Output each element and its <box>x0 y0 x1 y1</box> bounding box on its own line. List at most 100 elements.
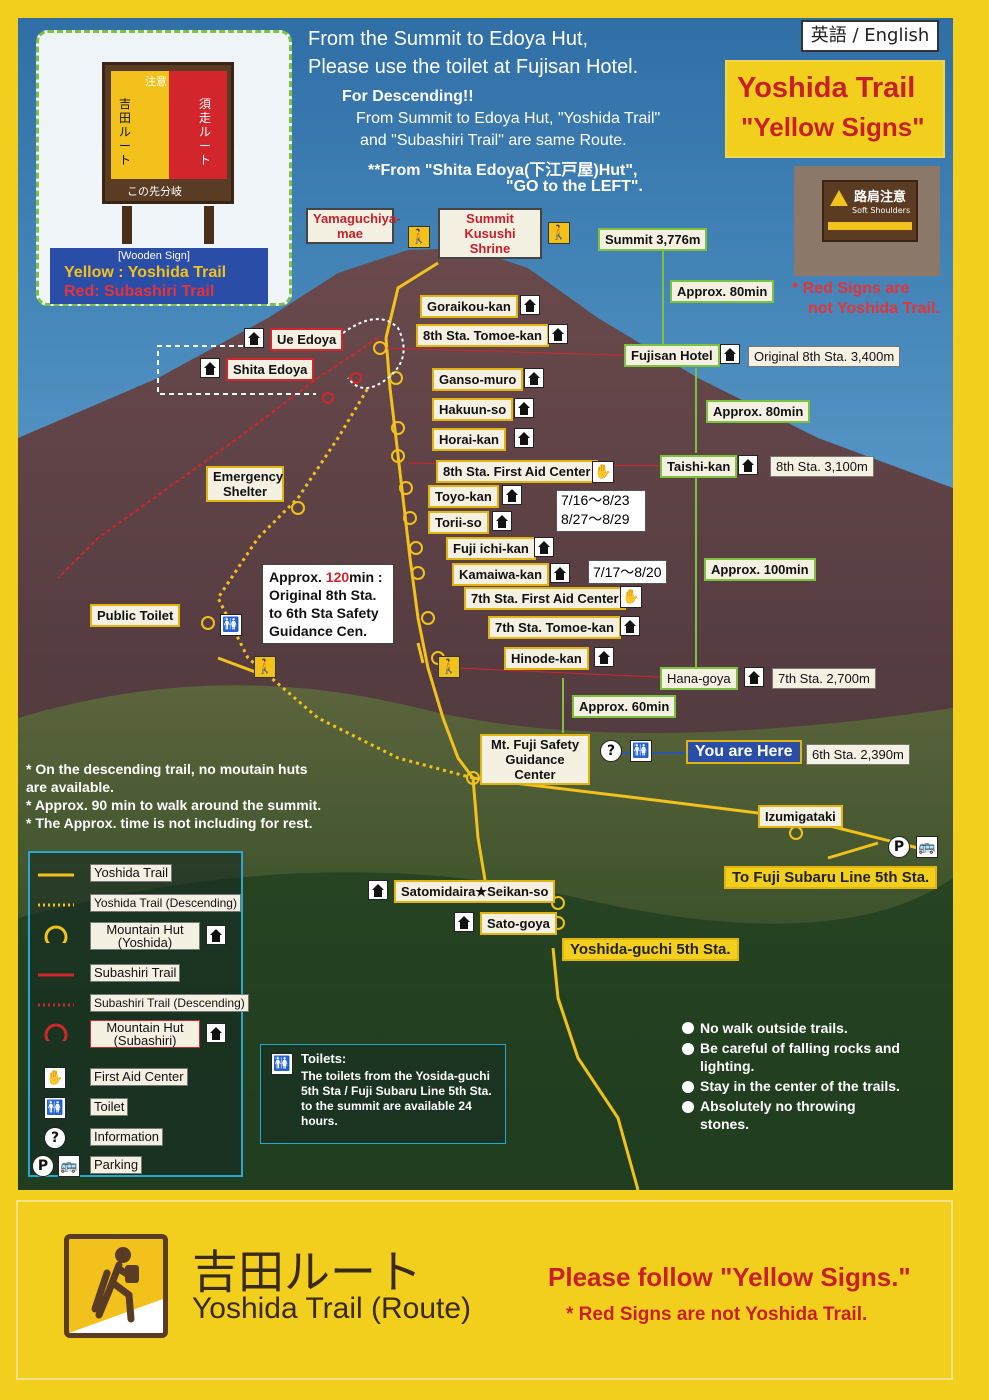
hiker-icon: 🚶 <box>254 656 276 678</box>
yoshida-hut-circle-icon <box>44 925 68 943</box>
hut-icon <box>520 295 540 315</box>
label-taishi: Taishi-kan <box>660 455 738 478</box>
label-aid7: 7th Sta. First Aid Center <box>464 587 626 610</box>
photo-sign-yellow-strip <box>828 222 912 230</box>
legend-label: Subashiri Trail <box>90 964 181 982</box>
hut-icon <box>514 398 534 418</box>
yellow-sign-half <box>111 71 169 179</box>
parking-icon: P <box>32 1155 54 1177</box>
toilet-icon: 🚻 <box>44 1097 66 1119</box>
date-2: 8/27〜8/29 <box>561 511 630 527</box>
label-ue-edoya: Ue Edoya <box>270 328 344 351</box>
soft-shoulder-photo: 路肩注意 Soft Shoulders <box>794 166 940 276</box>
legend-label: Information <box>90 1128 164 1146</box>
legend-label: Mountain Hut (Yoshida) <box>90 922 200 950</box>
label-emergency: Emergency Shelter <box>206 466 284 502</box>
hut-icon <box>594 647 614 667</box>
sign-caption-box: [Wooden Sign] Yellow : Yoshida Trail Red… <box>50 248 268 304</box>
label-goraikou: Goraikou-kan <box>420 295 518 318</box>
label-satomidaira: Satomidaira★Seikan-so <box>394 880 556 903</box>
legend-row: Mountain Hut (Yoshida) <box>30 921 240 955</box>
label-sta7: 7th Sta. 2,700m <box>772 668 876 689</box>
map-legend: Yoshida Trail Yoshida Trail (Descending)… <box>28 851 249 1177</box>
hut-icon <box>206 925 226 945</box>
photo-sign-jp: 路肩注意 <box>854 190 907 205</box>
title-line2: "Yellow Signs" <box>741 112 925 142</box>
rule-item: No walk outside trails. <box>682 1018 902 1037</box>
approx-prefix: Approx. <box>269 569 326 585</box>
label-sta8: 8th Sta. 3,100m <box>770 456 874 477</box>
legend-label: Toilet <box>90 1098 129 1116</box>
label-tomoe7: 7th Sta. Tomoe-kan <box>488 616 621 639</box>
rule-text: Stay in the center of the trails. <box>700 1078 900 1094</box>
label-safety-center: Mt. Fuji Safety Guidance Center <box>480 734 590 785</box>
approx-120-box: Approx. 120min : Original 8th Sta. to 6t… <box>262 564 394 644</box>
descending-line1: From Summit to Edoya Hut, "Yoshida Trail… <box>356 110 661 127</box>
red-sign-note-line2: not Yoshida Trail. <box>808 300 940 317</box>
hut-icon <box>524 368 544 388</box>
hiker-icon: 🚶 <box>548 222 570 244</box>
rule-text: Absolutely no throwing stones. <box>700 1098 856 1132</box>
bullet-icon <box>682 1081 694 1093</box>
note-line: * On the descending trail, no moutain hu… <box>26 761 308 777</box>
rule-item: Stay in the center of the trails. <box>682 1077 902 1095</box>
approx-line4: Guidance Cen. <box>269 623 368 639</box>
red-sign-half <box>169 71 227 179</box>
trail-notes: * On the descending trail, no moutain hu… <box>26 760 366 832</box>
label-fujisan-hotel: Fujisan Hotel <box>624 344 720 367</box>
date-1: 7/16〜8/23 <box>561 492 630 508</box>
label-subaru: To Fuji Subaru Line 5th Sta. <box>724 866 938 889</box>
label-hakuun: Hakuun-so <box>432 398 514 421</box>
first-aid-icon: ✋ <box>620 586 642 608</box>
time-100: Approx. 100min <box>704 558 816 581</box>
time-80b: Approx. 80min <box>706 400 811 423</box>
hut-icon <box>534 537 554 557</box>
toilet-icon: 🚻 <box>271 1053 293 1075</box>
bus-icon: 🚌 <box>58 1155 80 1177</box>
bus-icon: 🚌 <box>916 836 938 858</box>
yoshida-trail-swatch <box>38 873 74 877</box>
hiker-figure <box>69 1247 163 1333</box>
toilet-icon: 🚻 <box>630 740 652 762</box>
label-yoshidaguchi: Yoshida-guchi 5th Sta. <box>562 938 739 961</box>
hut-icon <box>720 344 740 364</box>
label-orig8: Original 8th Sta. 3,400m <box>748 346 901 367</box>
legend-label: First Aid Center <box>90 1068 188 1086</box>
label-sta6: 6th Sta. 2,390m <box>806 744 910 765</box>
descending-title: For Descending!! <box>342 88 474 105</box>
label-torii: Torii-so <box>428 511 489 534</box>
subashiri-trail-swatch <box>38 973 74 977</box>
sign-caution: 注意 <box>145 75 167 88</box>
bottom-banner: 吉田ルート Yoshida Trail (Route) Please follo… <box>16 1200 953 1380</box>
bullet-icon <box>682 1022 694 1034</box>
wooden-sign-board: 注意 吉田ルート 須走ルート この先分岐 <box>102 62 234 204</box>
rule-text: Be careful of falling rocks and lighting… <box>700 1040 900 1074</box>
descending-line4: "GO to the LEFT". <box>506 178 643 195</box>
legend-label: Parking <box>90 1156 143 1174</box>
hut-icon <box>502 485 522 505</box>
photo-sign: 路肩注意 Soft Shoulders <box>822 180 918 242</box>
sign-post-left <box>122 206 132 244</box>
note-line: are available. <box>26 779 114 795</box>
time-60: Approx. 60min <box>572 695 677 718</box>
hut-icon <box>550 563 570 583</box>
label-toyo: Toyo-kan <box>428 485 499 508</box>
label-aid8: 8th Sta. First Aid Center <box>436 460 598 483</box>
hut-icon <box>454 912 474 932</box>
note-line: * The Approx. time is not including for … <box>26 815 313 831</box>
sign-red-caption: Red: Subashiri Trail <box>64 283 215 300</box>
bullet-icon <box>682 1043 694 1055</box>
label-ganso: Ganso-muro <box>432 368 524 391</box>
legend-label: Subashiri Trail (Descending) <box>90 994 249 1012</box>
first-aid-icon: ✋ <box>44 1067 66 1089</box>
legend-row: ✋ First Aid Center <box>30 1067 240 1091</box>
sign-caption: [Wooden Sign] <box>118 250 190 262</box>
rule-text: No walk outside trails. <box>700 1020 848 1036</box>
yoshida-trail-hiker-icon <box>64 1234 168 1338</box>
bottom-en-title: Yoshida Trail (Route) <box>192 1292 472 1325</box>
hut-icon <box>244 328 264 348</box>
sign-right-route: 須走ルート <box>199 97 212 167</box>
label-hanagoya: Hana-goya <box>660 667 738 690</box>
toilets-body: The toilets from the Yosida-guchi 5th St… <box>301 1069 492 1128</box>
hut-icon <box>514 428 534 448</box>
